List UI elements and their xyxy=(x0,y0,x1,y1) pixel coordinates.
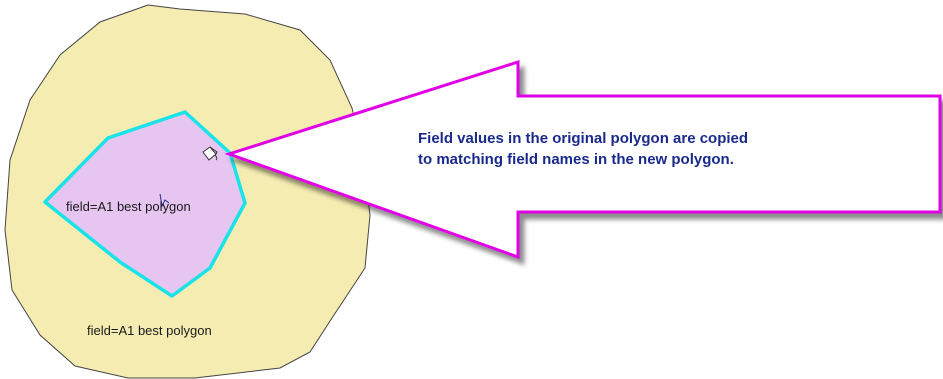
new-polygon-label: field=A1 best polygon xyxy=(66,199,191,214)
original-polygon-label: field=A1 best polygon xyxy=(87,323,212,338)
callout-line-1: Field values in the original polygon are… xyxy=(418,130,748,147)
new-polygon xyxy=(43,110,247,298)
paint-bucket-icon xyxy=(202,146,218,161)
callout-arrow xyxy=(224,59,942,260)
pointer-cursor-icon xyxy=(159,193,170,208)
callout-text: Field values in the original polygon are… xyxy=(418,130,752,168)
callout-line-2: to matching field names in the new polyg… xyxy=(418,151,734,168)
